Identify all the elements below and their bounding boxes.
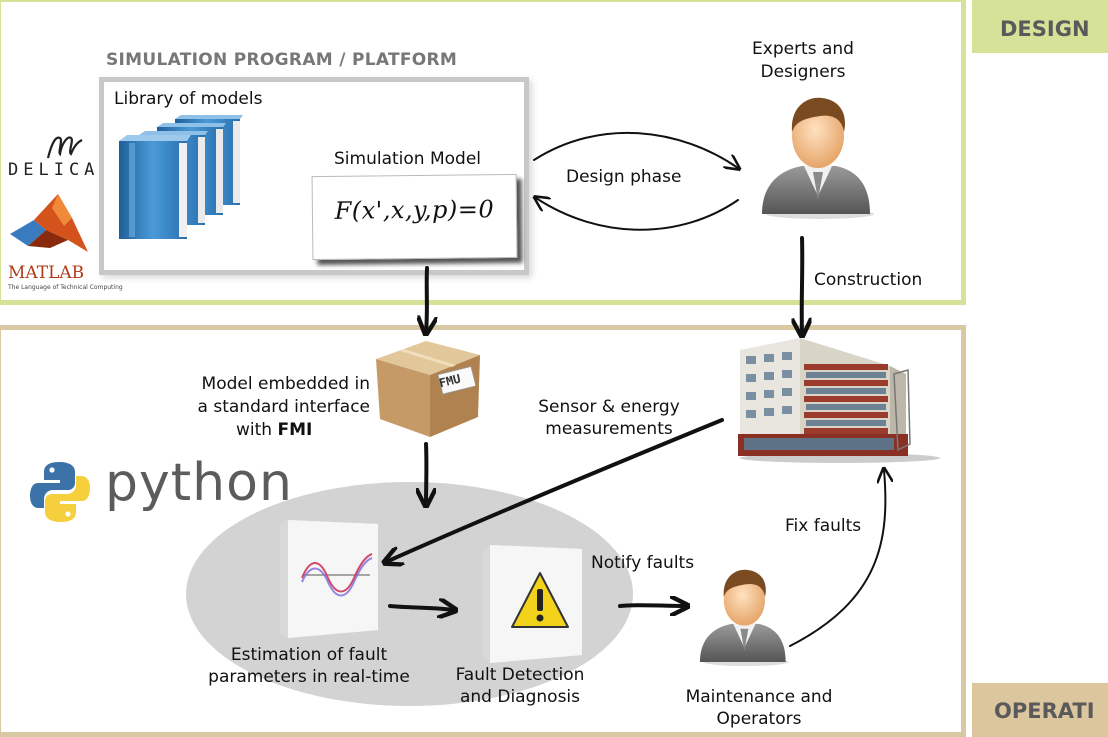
simulation-model-label: Simulation Model [334,149,481,169]
maintenance-person-icon [699,569,789,666]
design-phase-label: Design phase [566,167,682,187]
estimation-label-line2: parameters in real-time [208,667,410,687]
fmu-label-line2: a standard interface [197,397,370,417]
sensor-label-line1: Sensor & energy [538,397,680,417]
matlab-logo-icon [10,194,88,252]
python-logo-icon [30,462,90,522]
fmu-label-line3: with FMI [236,419,312,442]
fmu-label-prefix: with [236,420,278,440]
notify-faults-label: Notify faults [591,553,695,573]
operation-phase-frame [0,325,966,737]
platform-to-fmu-arrow [426,266,427,332]
experts-label-line1: Experts and [752,39,854,59]
fault-detection-card-icon [482,545,582,663]
fmu-label-line1: Model embedded in [201,374,370,394]
fmi-bold-label: FMI [277,420,313,440]
modelica-logo-text: DELICA [8,160,100,180]
design-phase-frame [0,0,966,305]
operation-section-label: OPERATI [972,683,1108,737]
maintenance-label-line2: Operators [716,709,802,729]
matlab-logo-text: MATLAB [8,263,85,283]
right-strip [972,53,1108,683]
library-label: Library of models [114,89,263,109]
fix-faults-arrow [789,470,885,647]
sensor-measurement-arrow [386,418,724,562]
experts-person-icon [762,97,874,219]
modelica-m-icon [46,136,83,159]
maintenance-label-line1: Maintenance and [685,687,833,707]
sensor-label-line2: measurements [545,419,673,439]
design-phase-arrow-back [536,198,739,231]
estimation-label-line1: Estimation of fault [230,645,388,665]
design-phase-arrow-out [533,131,738,168]
books-icon [119,115,243,239]
building-icon [738,338,940,463]
estimation-chart-icon [280,520,378,638]
fdd-label-line2: and Diagnosis [459,687,581,707]
fix-faults-label: Fix faults [785,516,862,536]
platform-heading: SIMULATION PROGRAM / PLATFORM [106,50,458,70]
construction-label: Construction [814,270,923,290]
matlab-tagline: The Language of Technical Computing [8,284,123,291]
python-logo-text: python [105,453,293,513]
notify-faults-arrow [618,605,686,606]
design-section-label: DESIGN [972,0,1108,53]
experts-label-line2: Designers [760,62,846,82]
fmu-package-icon [376,341,480,437]
estimation-to-fdd-arrow [388,606,454,610]
fdd-label-line1: Fault Detection [455,665,585,685]
construction-arrow [802,236,803,334]
